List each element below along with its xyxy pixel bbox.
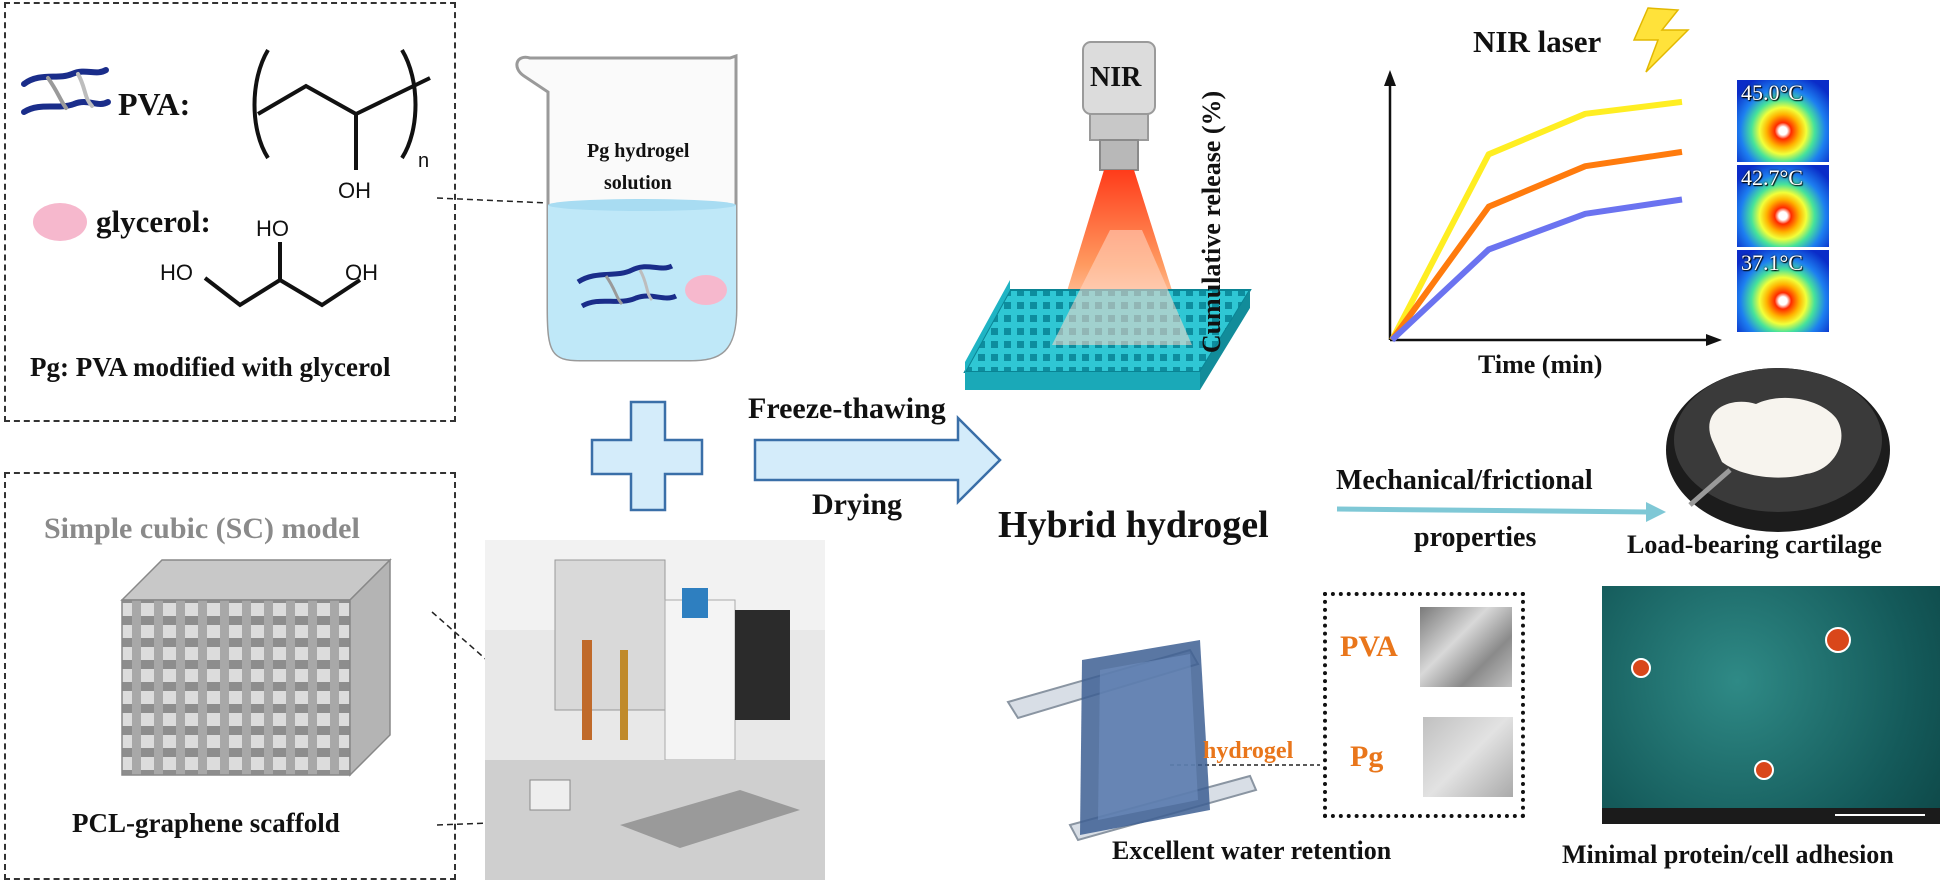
beaker-label-line1: Pg hydrogel (587, 140, 690, 162)
release-series-line (1389, 196, 1683, 343)
pva-structure (252, 48, 431, 170)
x-axis-label: Time (min) (1478, 350, 1603, 379)
pva-label: PVA: (118, 86, 191, 122)
y-axis-arrow (1384, 70, 1396, 86)
glycerol-ho-left: HO (160, 260, 193, 285)
glycerol-sphere-icon (33, 203, 87, 241)
glycerol-ho-top: HO (256, 216, 289, 241)
adhesion-caption: Minimal protein/cell adhesion (1562, 840, 1894, 869)
pva-network-icon (21, 67, 111, 115)
cartilage-caption: Load-bearing cartilage (1627, 530, 1882, 559)
glycerol-oh-right: OH (345, 260, 378, 285)
sc-model-box (4, 472, 456, 880)
plus-icon (590, 400, 704, 512)
pva-oh-label: OH (338, 178, 371, 203)
comparison-box (1323, 592, 1525, 818)
hybrid-hydrogel-title: Hybrid hydrogel (998, 504, 1269, 546)
properties-label: properties (1414, 522, 1537, 553)
release-series-line (1389, 98, 1683, 342)
sc-model-title: Simple cubic (SC) model (44, 512, 360, 545)
pg-sample-label: Pg (1350, 740, 1384, 773)
temperature-label: 45.0°C (1741, 80, 1803, 105)
mechanical-label: Mechanical/frictional (1336, 465, 1593, 496)
scaffold-caption: PCL-graphene scaffold (72, 808, 340, 838)
release-series-line (1389, 148, 1683, 342)
pg-caption: Pg: PVA modified with glycerol (30, 352, 391, 382)
pva-subscript-n: n (418, 150, 430, 172)
thermal-image-tile: 42.7°C (1737, 165, 1829, 247)
temperature-label: 37.1°C (1741, 250, 1803, 275)
pva-sample-label: PVA (1340, 630, 1398, 663)
thermal-image-tile: 37.1°C (1737, 250, 1829, 332)
drying-label: Drying (812, 488, 902, 521)
x-axis-arrow (1706, 334, 1722, 346)
process-arrow-icon (753, 414, 1002, 506)
nir-laser-label: NIR laser (1473, 24, 1602, 59)
water-retention-caption: Excellent water retention (1112, 836, 1392, 865)
glycerol-label: glycerol: (96, 204, 211, 239)
pva-glycerol-box (4, 2, 456, 422)
pg-sample-image (1423, 717, 1513, 797)
hydrogel-label: hydrogel (1203, 738, 1294, 764)
pva-sample-image (1420, 607, 1512, 687)
thermal-images: 45.0°C 42.7°C 37.1°C (1737, 80, 1829, 336)
freeze-thawing-label: Freeze-thawing (748, 392, 946, 425)
thermal-image-tile: 45.0°C (1737, 80, 1829, 162)
temperature-label: 42.7°C (1741, 165, 1803, 190)
nir-label: NIR (1090, 62, 1142, 93)
sem-image (1602, 586, 1940, 824)
beaker-label-line2: solution (604, 172, 672, 194)
